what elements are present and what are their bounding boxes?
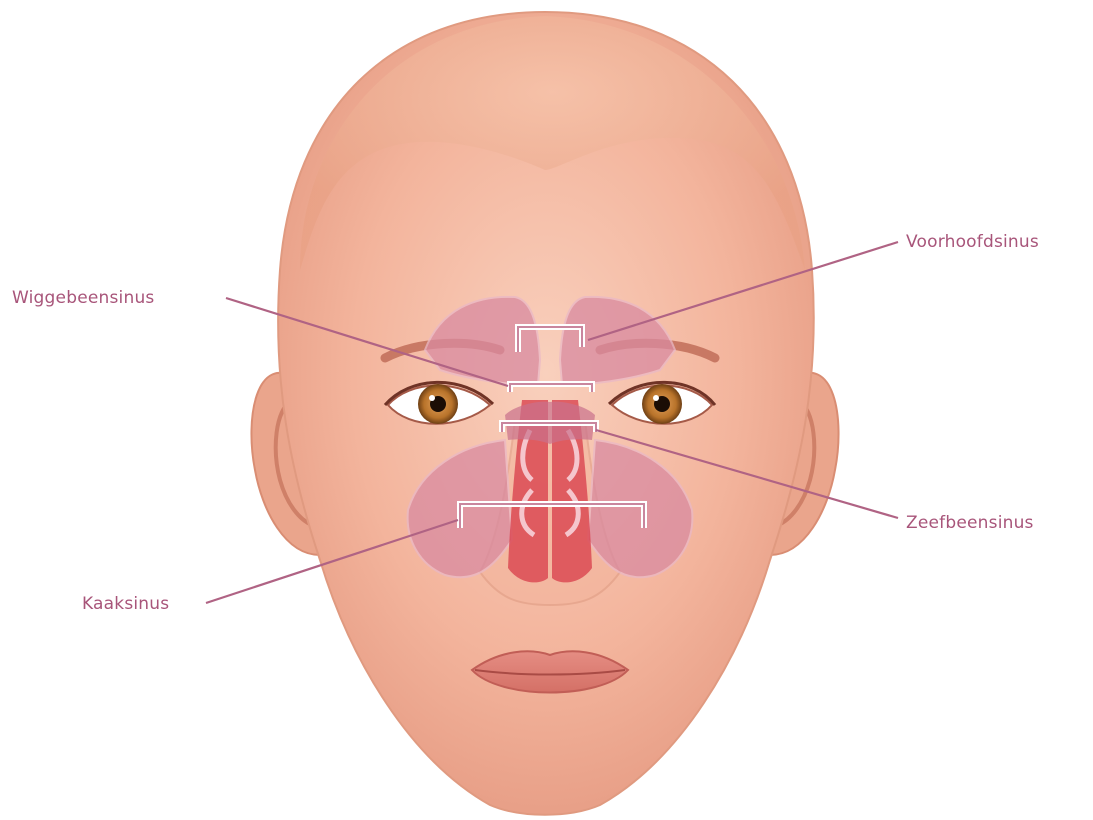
label-wiggebeensinus: Wiggebeensinus	[12, 288, 154, 308]
label-zeefbeensinus: Zeefbeensinus	[906, 513, 1034, 533]
label-kaaksinus: Kaaksinus	[82, 594, 169, 614]
label-voorhoofdsinus: Voorhoofdsinus	[906, 232, 1039, 252]
